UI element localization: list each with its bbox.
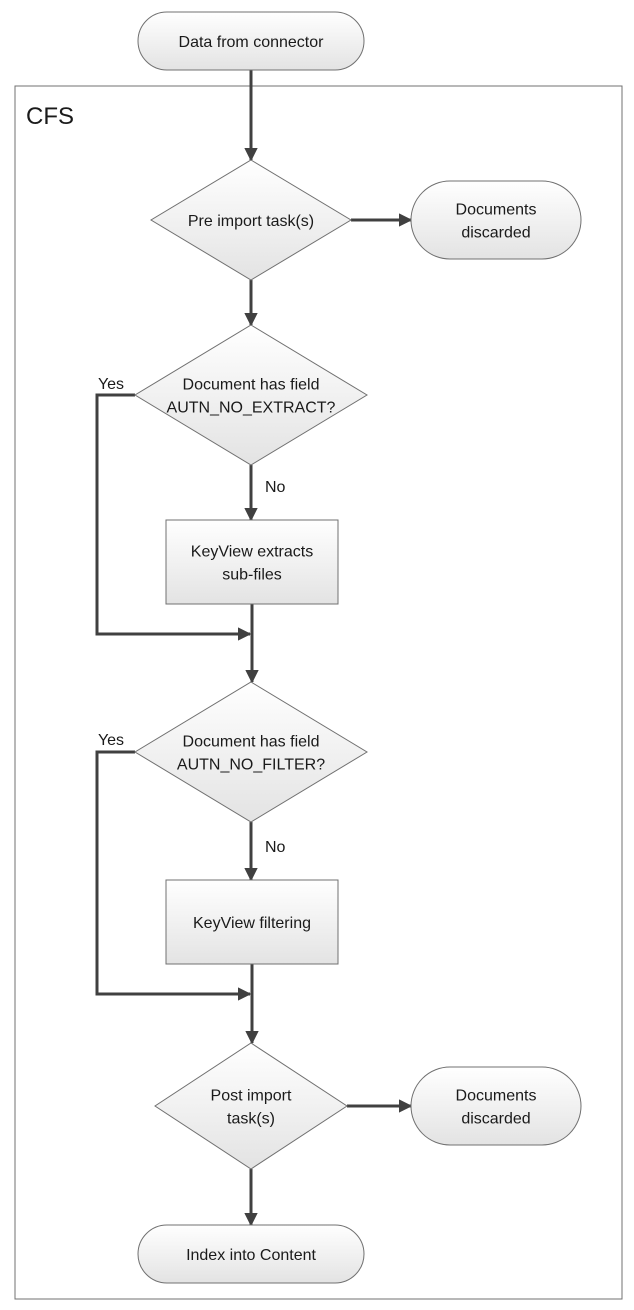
node-filter: KeyView filtering bbox=[165, 879, 339, 965]
edge-nofilter-to-post bbox=[95, 750, 252, 1001]
edge-noextract-to-nofilter bbox=[95, 393, 252, 641]
process-box bbox=[165, 879, 339, 965]
node-label-line: sub-files bbox=[222, 567, 282, 584]
node-label-line: Document has field bbox=[183, 734, 320, 751]
node-label-line: discarded bbox=[461, 225, 530, 242]
terminator-shape bbox=[410, 1066, 582, 1146]
node-disc1: Documents discarded bbox=[410, 180, 582, 260]
decision-diamond bbox=[134, 324, 368, 466]
node-label-line: discarded bbox=[461, 1111, 530, 1128]
decision-diamond bbox=[134, 681, 368, 823]
node-label-line: Index into Content bbox=[186, 1247, 316, 1264]
node-label-line: Pre import task(s) bbox=[188, 213, 314, 230]
node-label-line: KeyView filtering bbox=[193, 915, 311, 932]
decision-diamond bbox=[154, 1042, 348, 1170]
node-extract: KeyView extracts sub-files bbox=[165, 519, 339, 605]
edge-label-no: No bbox=[265, 839, 286, 856]
edge-label-yes: Yes bbox=[98, 376, 124, 393]
process-box bbox=[165, 519, 339, 605]
node-label-line: Data from connector bbox=[179, 34, 325, 51]
node-connector: Data from connector bbox=[137, 11, 365, 71]
node-label-line: Documents bbox=[456, 1088, 537, 1105]
terminator-shape bbox=[137, 11, 365, 71]
node-disc2: Documents discarded bbox=[410, 1066, 582, 1146]
node-label-line: KeyView extracts bbox=[191, 544, 313, 561]
node-post: Post import task(s) bbox=[154, 1042, 348, 1170]
terminator-shape bbox=[410, 180, 582, 260]
decision-diamond bbox=[150, 159, 352, 281]
node-label-line: AUTN_NO_FILTER? bbox=[177, 757, 325, 774]
node-label-line: Document has field bbox=[183, 377, 320, 394]
node-label-line: task(s) bbox=[227, 1111, 275, 1128]
node-pre: Pre import task(s) bbox=[150, 159, 352, 281]
edge-label-no: No bbox=[265, 479, 286, 496]
terminator-shape bbox=[137, 1224, 365, 1284]
node-label-line: AUTN_NO_EXTRACT? bbox=[167, 400, 336, 417]
node-index: Index into Content bbox=[137, 1224, 365, 1284]
node-label-line: Post import bbox=[211, 1088, 292, 1105]
container-cfs-label: CFS bbox=[26, 103, 74, 130]
node-label-line: Documents bbox=[456, 202, 537, 219]
edge-label-yes: Yes bbox=[98, 732, 124, 749]
